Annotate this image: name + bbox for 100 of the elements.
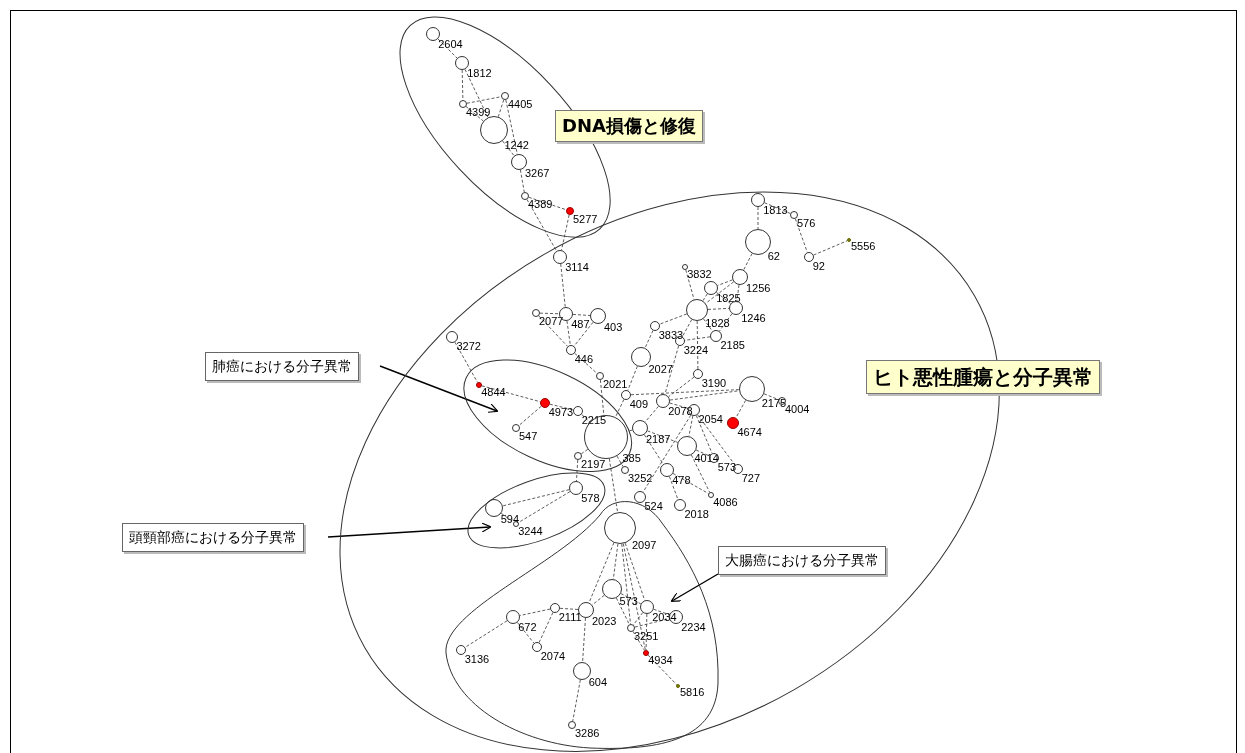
node-number: 3252	[628, 472, 653, 484]
callout-label: 大腸癌における分子異常	[718, 546, 886, 575]
node-number: 2027	[648, 364, 673, 376]
network-link	[719, 313, 733, 332]
node-number: 403	[604, 321, 623, 333]
network-link	[500, 512, 514, 523]
network-link	[813, 240, 848, 256]
node-number: 4405	[508, 98, 533, 110]
network-link	[685, 269, 695, 300]
callout-label: 頭頸部癌における分子異常	[122, 523, 304, 552]
small-node-dot	[676, 684, 680, 688]
node-number: 446	[574, 353, 594, 365]
network-link	[633, 612, 644, 626]
network-link	[518, 491, 571, 523]
node-number: 1813	[763, 205, 788, 216]
node-number: 2097	[632, 539, 657, 551]
network-link	[516, 622, 535, 644]
network-link	[466, 96, 502, 104]
network-link	[616, 455, 624, 467]
node-number: 2604	[438, 39, 463, 51]
node-number: 1812	[467, 68, 492, 80]
node-number: 5277	[573, 213, 598, 225]
node-number: 4674	[737, 427, 762, 439]
network-link	[668, 376, 695, 398]
network-link	[627, 365, 638, 391]
network-link	[630, 389, 740, 396]
network-link	[695, 449, 710, 457]
network-link	[566, 320, 571, 346]
node-number: 573	[619, 596, 638, 608]
node-number: 3244	[518, 526, 543, 538]
network-link	[763, 393, 779, 400]
node-number: 672	[518, 622, 537, 633]
network-link	[688, 415, 694, 437]
node-number: 3251	[634, 630, 659, 642]
network-link	[621, 543, 631, 625]
network-link	[643, 434, 664, 465]
network-link	[659, 313, 688, 325]
node-number: 2111	[558, 611, 582, 623]
node-number: 5816	[680, 687, 705, 699]
network-link	[622, 543, 646, 651]
node-number: 547	[519, 430, 538, 442]
node-number: 2187	[646, 433, 671, 445]
network-link	[608, 458, 618, 513]
network-link	[612, 543, 619, 580]
network-link	[538, 315, 568, 347]
node-number: 604	[588, 677, 608, 689]
network-link	[465, 106, 484, 122]
network-link	[716, 291, 731, 305]
node-number: 2023	[592, 615, 617, 627]
node-number: 3136	[464, 653, 490, 665]
network-link	[518, 405, 542, 426]
node-number: 4973	[548, 406, 574, 418]
node-number: 524	[644, 501, 663, 513]
network-link	[574, 352, 598, 374]
node-number: 2185	[720, 340, 745, 352]
network-link	[464, 620, 508, 648]
network-link	[464, 68, 489, 118]
network-link	[588, 542, 615, 603]
node-number: 2018	[684, 509, 709, 521]
network-link	[647, 430, 679, 443]
network-link	[526, 199, 557, 252]
network-link	[644, 330, 654, 349]
node-number: 2078	[668, 406, 693, 417]
network-link	[669, 390, 740, 401]
group-heading: ヒト悪性腫瘍と分子異常	[866, 360, 1100, 394]
network-link	[703, 318, 713, 332]
node-number: 727	[741, 472, 761, 484]
network-link	[538, 612, 554, 643]
network-link	[669, 402, 689, 409]
highlighted-node-circle	[476, 382, 482, 388]
network-link	[794, 218, 808, 253]
node-number: 3272	[456, 341, 481, 353]
node-number: 5556	[851, 241, 876, 253]
network-link	[461, 69, 464, 101]
network-link	[684, 336, 711, 341]
node-number: 1825	[716, 293, 741, 304]
node-number: 62	[767, 251, 780, 263]
network-link	[645, 613, 648, 651]
node-number: 3114	[565, 262, 589, 273]
network-link	[520, 169, 525, 193]
node-number: 4086	[713, 497, 738, 509]
highlighted-node-circle	[643, 650, 649, 656]
network-link	[497, 99, 505, 118]
network-link	[580, 448, 589, 455]
network-link	[561, 214, 570, 251]
network-link	[539, 312, 560, 315]
node-number: 1246	[741, 313, 766, 324]
network-link	[644, 405, 659, 423]
network-link	[682, 319, 693, 337]
node-number: 3833	[658, 329, 684, 341]
node-number: 2234	[681, 622, 706, 633]
node-number: 2021	[603, 378, 628, 390]
node-number: 2197	[581, 458, 606, 470]
network-link	[528, 196, 567, 211]
node-number: 478	[672, 475, 691, 486]
group-ellipse	[467, 472, 605, 548]
arrow	[327, 522, 492, 538]
node-number: 4014	[694, 453, 719, 465]
network-link	[502, 140, 515, 157]
network-link	[735, 399, 747, 419]
